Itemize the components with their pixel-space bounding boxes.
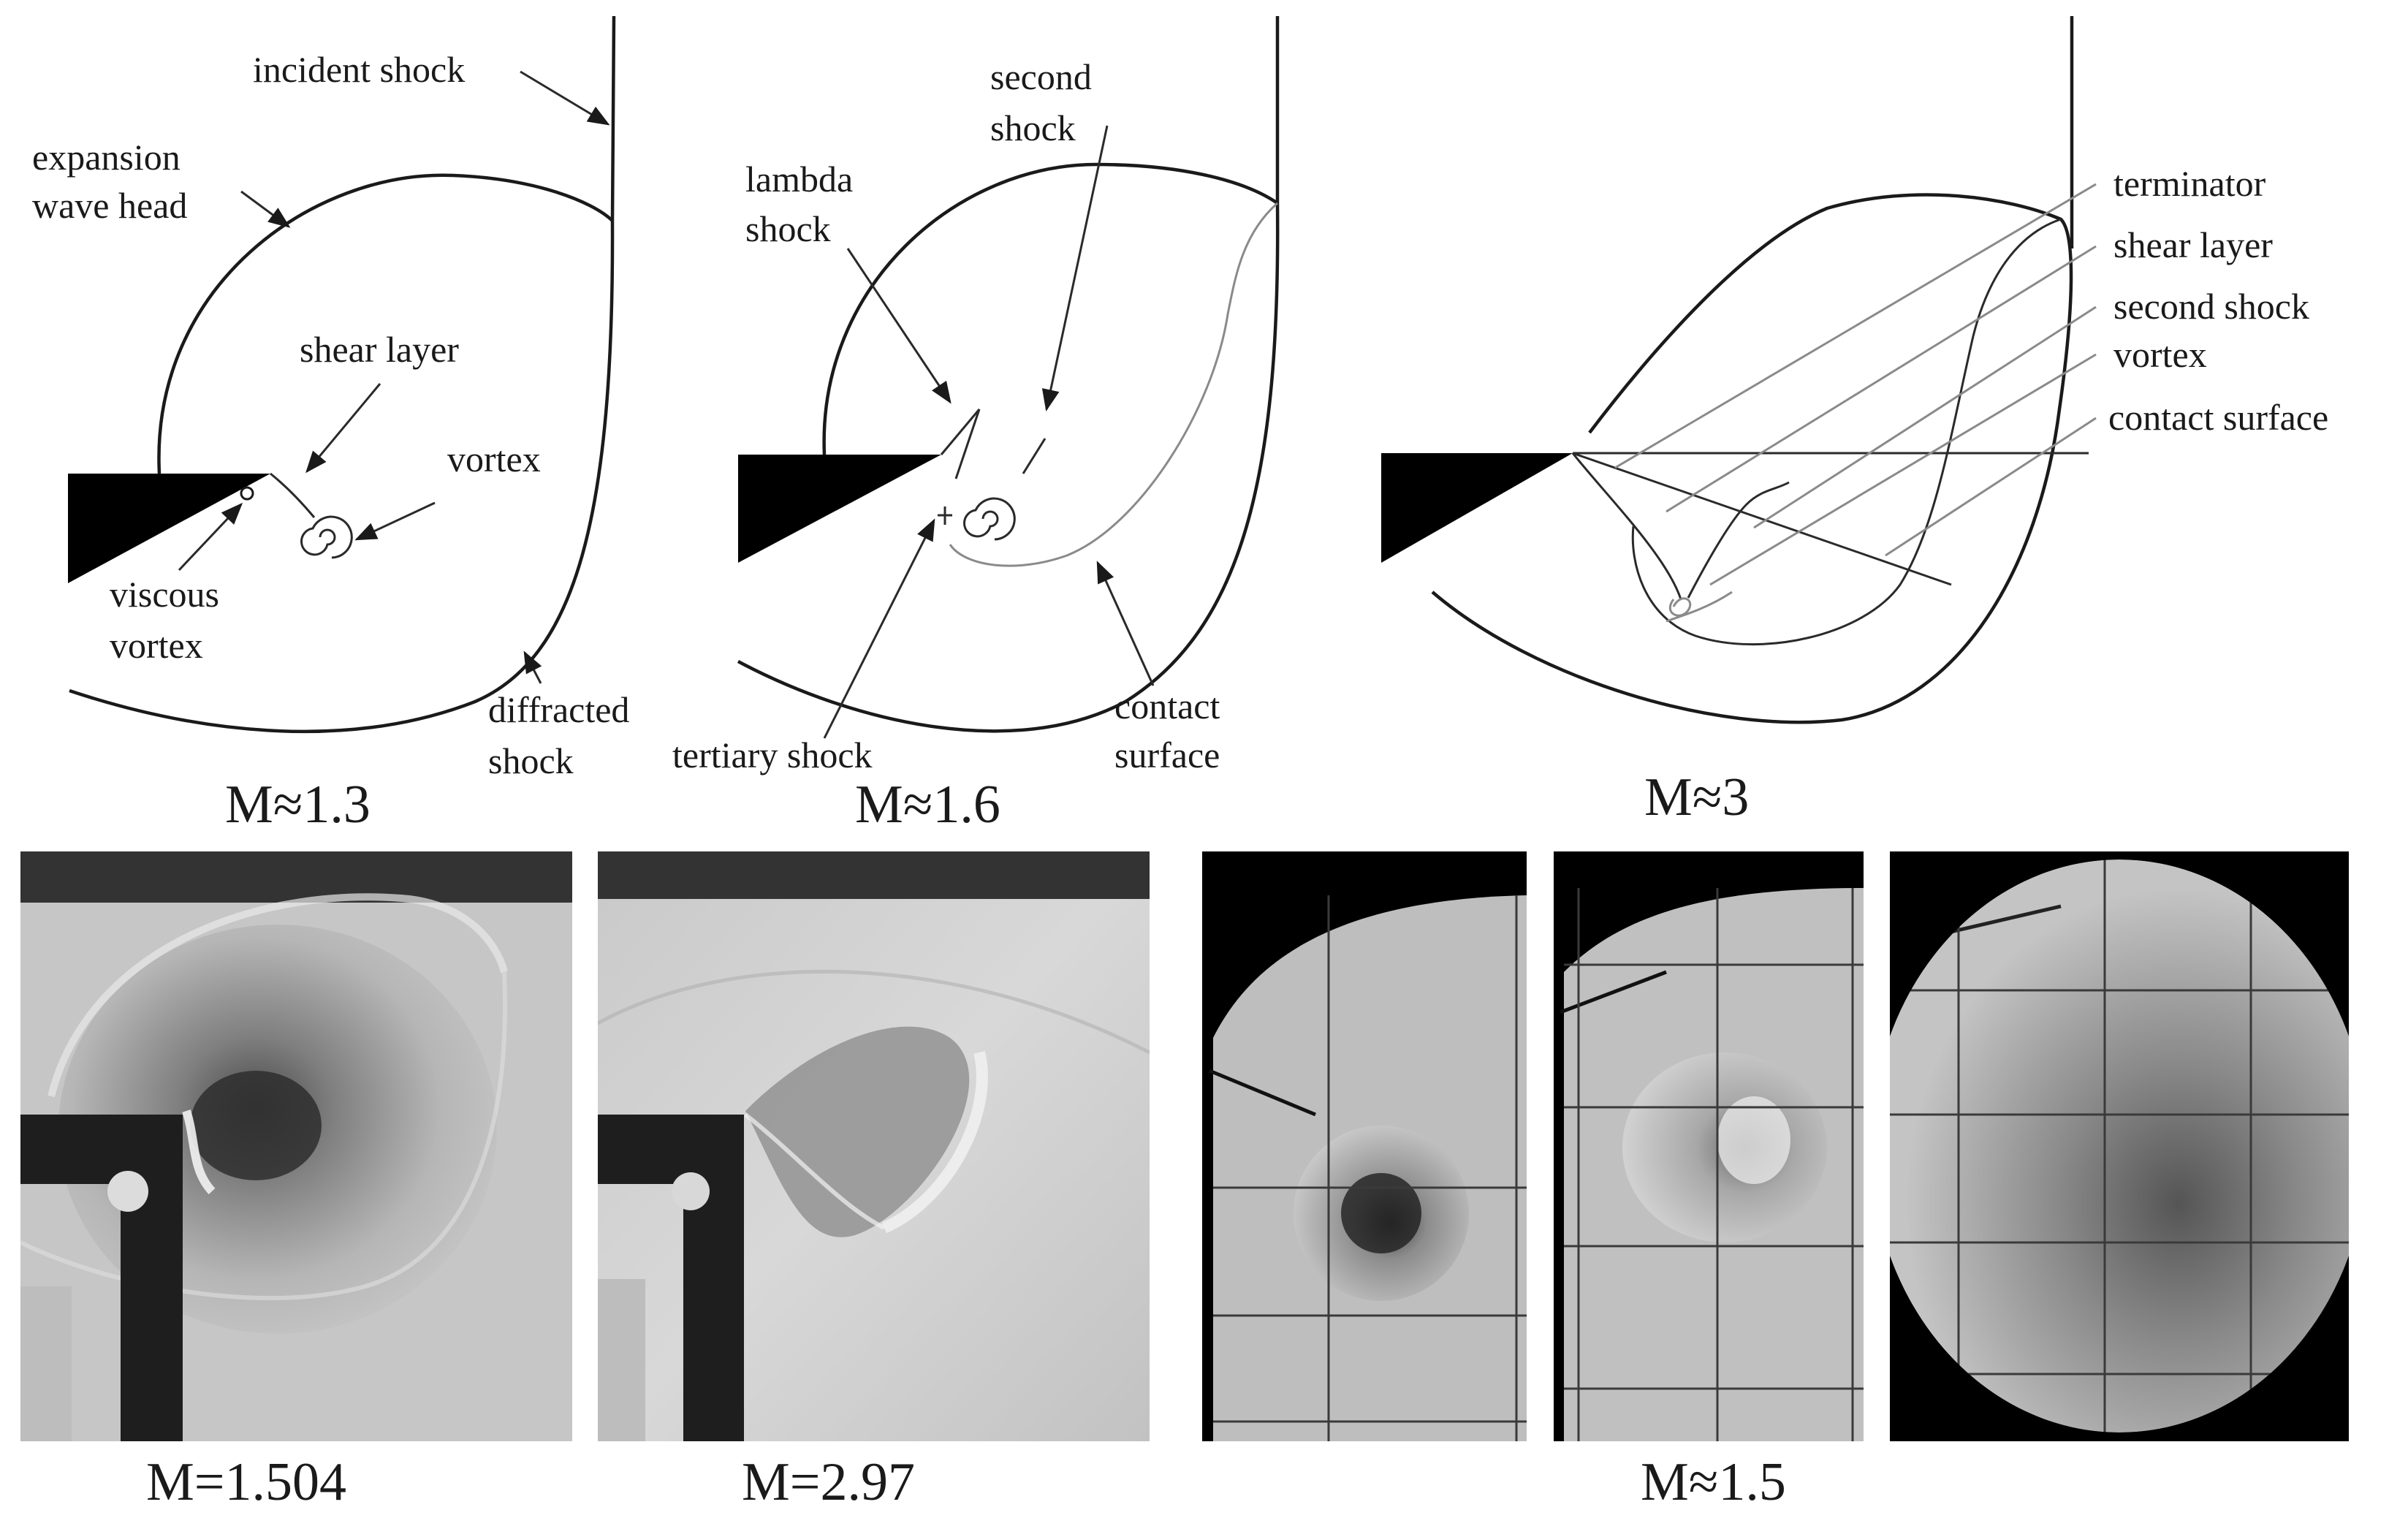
caption-photo-3: M≈1.5 [1641, 1452, 1786, 1512]
label-second-shock: shock [990, 107, 1076, 148]
contact-surface-line-c [1631, 218, 2062, 646]
lambda-shock-line [940, 409, 981, 479]
diffracted-shock-line [69, 220, 615, 734]
diffracted-shock-line-c [1431, 193, 2073, 724]
caption-photo-1: M=1.504 [146, 1452, 346, 1512]
incident-shock-line [610, 15, 616, 221]
vortex-spiral-b [963, 497, 1016, 541]
label-second: second [990, 56, 1092, 97]
label-tertiary-shock: tertiary shock [672, 735, 873, 775]
caption-panel-c: M≈3 [1644, 767, 1749, 827]
expansion-wave-head-line [157, 173, 614, 474]
diagram-panel-a: incident shock expansion wave head shear… [32, 15, 629, 835]
label-diffracted-shock: shock [488, 740, 574, 781]
vortex-spiral [300, 515, 353, 559]
label-shear-layer-c: shear layer [2113, 224, 2273, 265]
caption-panel-b: M≈1.6 [855, 775, 1000, 835]
label-viscous-vortex: vortex [110, 625, 203, 666]
schlieren-photo-4 [1554, 851, 1864, 1441]
label-wave-head: wave head [32, 185, 187, 226]
label-contact-surface-c: contact surface [2108, 397, 2328, 438]
label-lambda: lambda [745, 159, 853, 200]
shear-layer-line [270, 472, 316, 518]
terminator-line [1571, 452, 1682, 600]
caption-photo-2: M=2.97 [742, 1452, 915, 1512]
label-viscous: viscous [110, 574, 219, 615]
label-expansion: expansion [32, 137, 181, 178]
wedge [68, 474, 270, 583]
diagram-panel-b: second shock lambda shock tertiary shock… [672, 16, 1280, 835]
second-shock-line-c [1687, 481, 1790, 599]
label-diffracted: diffracted [488, 689, 629, 730]
label-second-shock-c: second shock [2113, 286, 2309, 327]
label-terminator: terminator [2113, 163, 2266, 204]
label-contact: contact [1114, 686, 1220, 726]
label-contact-surface: surface [1114, 735, 1220, 775]
schlieren-photo-1 [20, 851, 572, 1441]
viscous-vortex-mark [240, 486, 254, 501]
diffracted-shock-line-b [737, 202, 1280, 733]
wedge-b [738, 455, 941, 563]
label-shear-layer: shear layer [300, 329, 459, 370]
second-shock-line [1022, 438, 1047, 474]
schlieren-photo-3 [1202, 851, 1527, 1441]
label-lambda-shock: shock [745, 208, 831, 249]
contact-surface-line-b [949, 202, 1278, 567]
wedge-c [1381, 453, 1573, 563]
label-vortex: vortex [447, 439, 541, 479]
caption-panel-a: M≈1.3 [225, 775, 371, 835]
label-incident-shock: incident shock [253, 49, 465, 90]
schlieren-photo-2 [598, 851, 1150, 1441]
expansion-wave-head-line-b [822, 162, 1279, 455]
schlieren-photo-5 [1890, 851, 2349, 1441]
diagram-panel-c: terminator shear layer second shock vort… [1381, 16, 2328, 827]
label-vortex-c: vortex [2113, 334, 2207, 375]
